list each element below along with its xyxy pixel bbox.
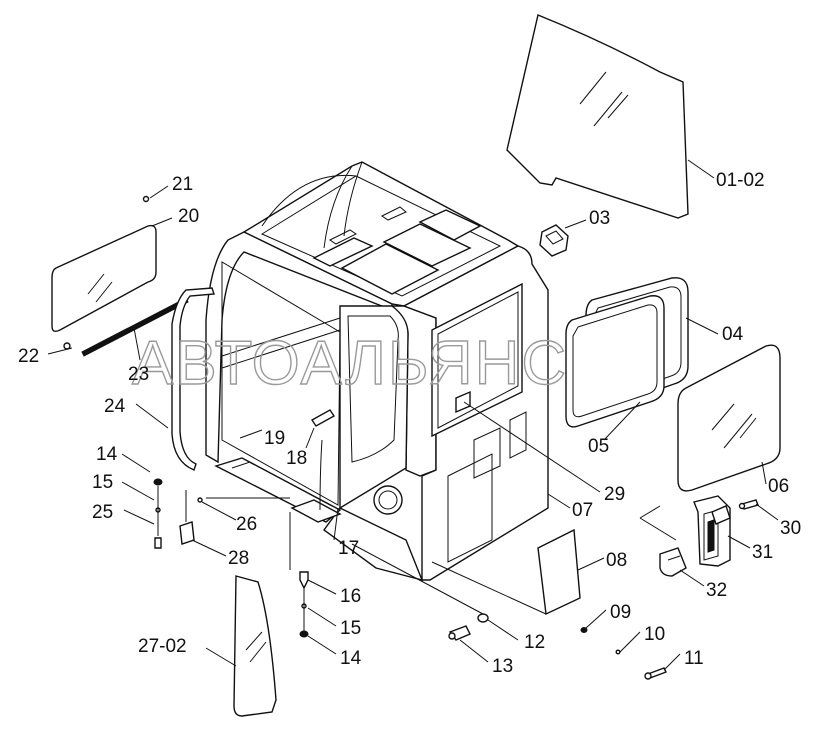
callout-06: 06: [768, 476, 789, 497]
part-05-seal-frame: [565, 295, 665, 428]
callout-17: 17: [338, 538, 359, 559]
callout-07: 07: [572, 500, 593, 521]
callout-12: 12: [524, 632, 545, 653]
callout-05: 05: [588, 436, 609, 457]
callout-30: 30: [780, 518, 801, 539]
fastener-stack-left: [153, 478, 163, 549]
cab-body: [205, 161, 549, 582]
part-09-washer: [580, 627, 588, 633]
leader-lines: [47, 159, 779, 671]
callout-23: 23: [128, 364, 149, 385]
part-23-strip: [81, 297, 189, 357]
callout-08: 08: [606, 550, 627, 571]
callout-03: 03: [589, 208, 610, 229]
callout-26: 26: [236, 514, 257, 535]
part-20-small-glass: [51, 224, 157, 333]
callout-14-left: 14: [96, 444, 118, 465]
part-30-bolt: [738, 499, 759, 510]
part-03-knob: [539, 224, 569, 257]
part-31-lock-body: [693, 495, 731, 567]
callout-11: 11: [684, 648, 704, 669]
part-26-pin: [197, 497, 203, 503]
callout-31: 31: [752, 542, 773, 563]
part-19-floor-plate: [206, 457, 342, 523]
callout-15-left: 15: [92, 472, 113, 493]
callout-18: 18: [286, 448, 307, 469]
part-10-washer: [615, 649, 621, 655]
fastener-stack-bottom: [289, 512, 309, 638]
callout-13: 13: [492, 656, 513, 677]
callout-19: 19: [264, 428, 285, 449]
part-24-seal: [171, 287, 215, 471]
callout-32: 32: [706, 580, 727, 601]
part-06-side-glass: [677, 344, 781, 492]
part-28-block: [179, 490, 195, 545]
callout-16: 16: [340, 586, 361, 607]
part-01-02-front-glass: [506, 14, 689, 219]
part-27-02-door-glass: [233, 575, 277, 717]
part-18-latch: [310, 409, 336, 511]
callout-27-02: 27-02: [138, 636, 187, 657]
callout-25: 25: [92, 502, 113, 523]
callout-10: 10: [644, 624, 665, 645]
callout-09: 09: [610, 602, 631, 623]
part-21-screw: [142, 195, 150, 203]
callout-20: 20: [178, 206, 199, 227]
callout-29: 29: [604, 484, 625, 505]
watermark: АВТОАЛЬЯНС: [132, 329, 568, 398]
callout-01-02: 01-02: [716, 170, 765, 191]
callout-labels: 01-02 03 04 05 06 07 08 09 10 11 12 13 1…: [18, 170, 801, 677]
callout-28: 28: [228, 548, 249, 569]
part-11-bolt: [644, 667, 667, 680]
part-13-knob: [448, 625, 471, 641]
callout-22: 22: [18, 346, 39, 367]
callout-15-bottom: 15: [340, 618, 361, 639]
callout-24: 24: [104, 396, 126, 417]
callout-04: 04: [722, 324, 744, 345]
callout-21: 21: [172, 174, 193, 195]
part-12-nut: [477, 613, 489, 623]
callout-14-bottom: 14: [340, 648, 362, 669]
part-08-plate: [537, 528, 581, 616]
part-22-screw: [63, 342, 71, 350]
